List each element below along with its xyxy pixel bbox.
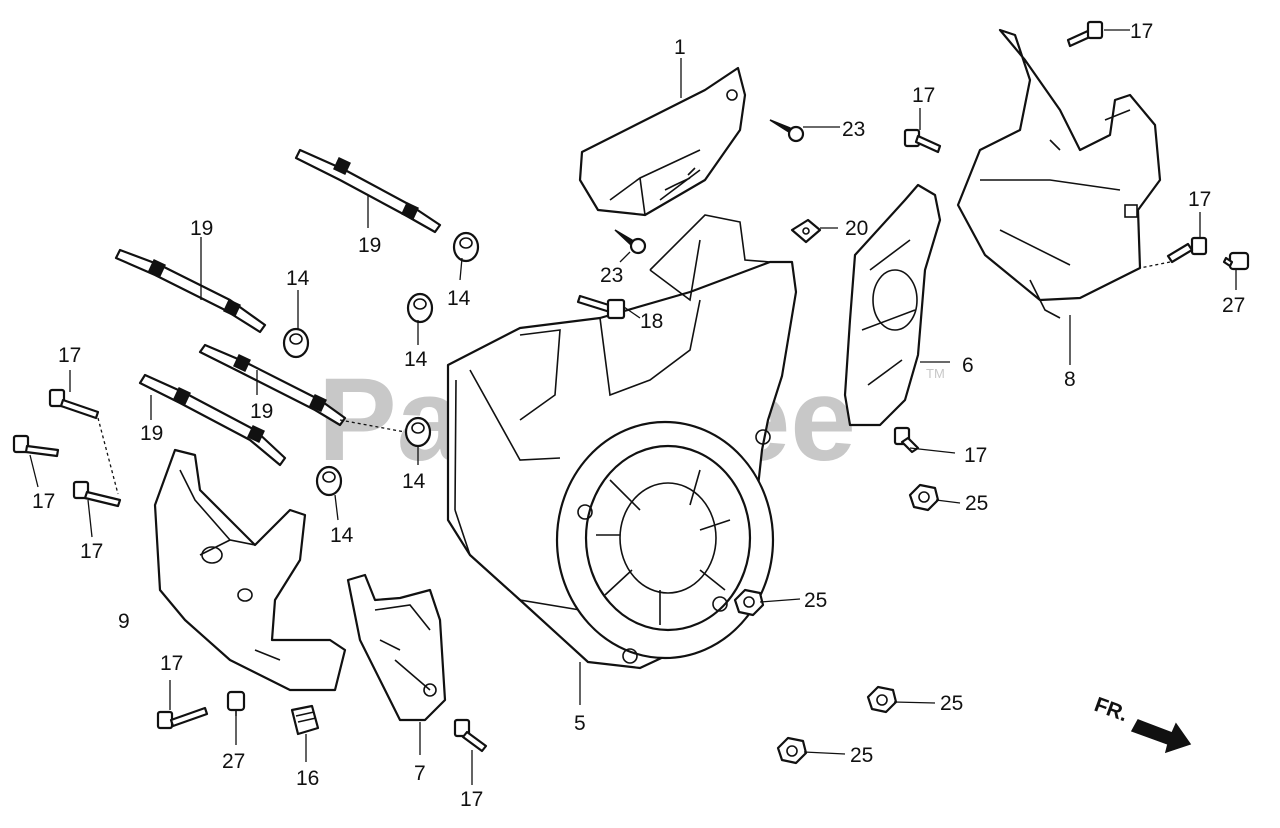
screw-part-23-a[interactable]	[769, 119, 805, 143]
callout-17: 17	[58, 344, 81, 367]
grommet-part-16[interactable]	[290, 704, 320, 736]
bolt-part-17-i[interactable]	[453, 718, 488, 753]
bracket-part-8[interactable]	[956, 28, 1162, 319]
fan-housing-part-5[interactable]	[446, 214, 798, 670]
callout-27: 27	[222, 750, 245, 773]
callout-14: 14	[447, 287, 471, 310]
callout-14: 14	[286, 267, 310, 290]
callout-9: 9	[118, 610, 130, 633]
nut-part-25-c[interactable]	[866, 685, 898, 714]
callout-20: 20	[845, 217, 868, 240]
callout-17: 17	[964, 444, 987, 467]
callout-17: 17	[460, 788, 483, 811]
callout-5: 5	[574, 712, 586, 735]
bolt-part-17-c[interactable]	[1166, 236, 1208, 264]
callout-14: 14	[330, 524, 354, 547]
callout-27: 27	[1222, 294, 1245, 317]
stud-part-19-d[interactable]	[138, 373, 287, 467]
bolt-part-17-h[interactable]	[156, 706, 209, 730]
callout-25: 25	[850, 744, 873, 767]
callout-25: 25	[965, 492, 988, 515]
callout-17: 17	[912, 84, 935, 107]
callout-17: 17	[1188, 188, 1211, 211]
fastener-part-27-a[interactable]	[1222, 251, 1250, 271]
collar-part-14-b[interactable]	[282, 327, 310, 359]
watermark-trademark: TM	[926, 366, 945, 381]
callout-19: 19	[250, 400, 273, 423]
stud-part-19-c[interactable]	[198, 343, 347, 427]
front-direction-arrow-icon	[1130, 719, 1192, 754]
bolt-part-17-f[interactable]	[12, 434, 60, 458]
front-direction-label: FR.	[1091, 693, 1131, 726]
callout-23: 23	[842, 118, 865, 141]
callout-19: 19	[358, 234, 381, 257]
top-cover-part-1[interactable]	[578, 66, 747, 217]
side-plate-part-6[interactable]	[843, 183, 942, 427]
bolt-part-17-e[interactable]	[48, 388, 100, 420]
callout-17: 17	[32, 490, 55, 513]
callout-14: 14	[404, 348, 428, 371]
stud-part-19-a[interactable]	[294, 148, 442, 234]
callout-1: 1	[674, 36, 686, 59]
bracket-part-7[interactable]	[346, 573, 447, 722]
bolt-part-17-b[interactable]	[903, 128, 942, 154]
collar-part-14-d[interactable]	[404, 416, 432, 448]
callout-7: 7	[414, 762, 426, 785]
nut-part-20[interactable]	[790, 218, 822, 244]
callout-18: 18	[640, 310, 663, 333]
callout-25: 25	[940, 692, 963, 715]
nut-part-25-b[interactable]	[733, 588, 765, 617]
nut-part-25-d[interactable]	[776, 736, 808, 765]
callout-25: 25	[804, 589, 827, 612]
callout-23: 23	[600, 264, 623, 287]
callout-19: 19	[190, 217, 213, 240]
collar-part-14-e[interactable]	[315, 465, 343, 497]
bolt-part-17-a[interactable]	[1066, 20, 1104, 48]
callout-17: 17	[1130, 20, 1153, 43]
callout-17: 17	[160, 652, 183, 675]
callout-17: 17	[80, 540, 103, 563]
leader-lines	[29, 29, 1237, 785]
collar-part-14-c[interactable]	[406, 292, 434, 324]
callout-8: 8	[1064, 368, 1076, 391]
bolt-part-18[interactable]	[576, 294, 626, 320]
callout-6: 6	[962, 354, 974, 377]
screw-part-23-b[interactable]	[614, 229, 647, 255]
bracket-part-9[interactable]	[153, 448, 347, 692]
callout-19: 19	[140, 422, 163, 445]
nut-part-25-a[interactable]	[908, 483, 940, 512]
stud-part-19-b[interactable]	[114, 248, 267, 334]
callout-16: 16	[296, 767, 319, 790]
callout-14: 14	[402, 470, 426, 493]
bolt-part-17-g[interactable]	[72, 480, 122, 508]
collar-part-14-a[interactable]	[452, 231, 480, 263]
fastener-part-27-b[interactable]	[226, 690, 246, 716]
